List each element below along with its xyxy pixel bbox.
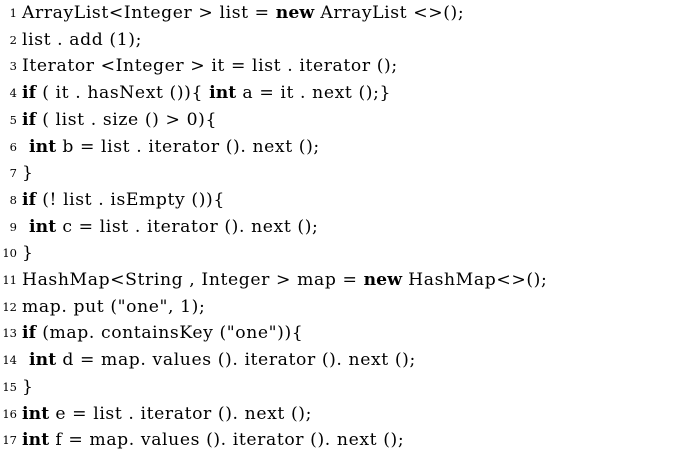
code-line-text: if ( list . size () > 0){ [22,107,217,134]
keyword-token: int [29,136,57,157]
code-token: ArrayList <>(); [314,3,465,23]
line-number: 9 [9,219,17,234]
line-number: 1 [9,6,17,20]
code-token: Iterator <Integer > it = list . iterator… [22,56,398,77]
code-line-text: Iterator <Integer > it = list . iterator… [22,53,398,80]
line-number: 17 [2,433,17,448]
code-line-text: if (! list . isEmpty ()){ [22,187,225,214]
code-line-text: list . add (1); [22,27,142,54]
code-line: 6 int b = list . iterator (). next (); [0,134,685,161]
code-line-text: int d = map. values (). iterator (). nex… [22,347,416,374]
code-line: 1 ArrayList<Integer > list = new ArrayLis… [0,0,685,27]
code-line-text: map. put ("one", 1); [22,294,205,321]
keyword-token: new [275,3,315,23]
line-number: 12 [2,299,17,314]
code-line-text: int e = list . iterator (). next (); [22,401,312,428]
code-line: 4 if ( it . hasNext ()){ int a = it . nex… [0,80,685,107]
code-line-text: int c = list . iterator (). next (); [22,214,318,241]
code-line-text: } [22,374,34,401]
code-line: 16 int e = list . iterator (). next (); [0,401,685,428]
code-token: HashMap<String , Integer > map = [22,270,364,290]
code-token: (map. containsKey ("one")){ [36,323,304,344]
code-line: 2 list . add (1); [0,27,685,54]
code-token: ( it . hasNext ()){ [36,83,210,104]
line-number: 11 [2,273,17,287]
code-token: } [22,163,34,184]
code-token: f = map. values (). iterator (). next ()… [49,430,405,451]
code-line: 11 HashMap<String , Integer > map = new H… [0,267,685,294]
code-token: map. put ("one", 1); [22,296,206,317]
code-line: 17 int f = map. values (). iterator (). n… [0,427,685,454]
line-number: 14 [2,353,17,368]
line-number: 16 [2,406,17,421]
line-number: 15 [2,379,17,394]
keyword-token: if [22,109,37,130]
line-number: 13 [2,326,17,341]
code-line-text: int f = map. values (). iterator (). nex… [22,427,404,454]
code-token: HashMap<>(); [402,270,548,290]
code-line: 14 int d = map. values (). iterator (). n… [0,347,685,374]
line-number: 3 [9,59,17,74]
code-line: 9 int c = list . iterator (). next (); [0,214,685,241]
code-line-text: ArrayList<Integer > list = new ArrayList… [22,0,464,27]
code-line: 5 if ( list . size () > 0){ [0,107,685,134]
keyword-token: new [363,270,403,290]
code-token: a = it . next ();} [236,83,392,104]
code-token: } [22,243,34,264]
code-line: 8 if (! list . isEmpty ()){ [0,187,685,214]
code-token: ArrayList<Integer > list = [22,3,276,23]
code-line: 10} [0,240,685,267]
code-line: 13 if (map. containsKey ("one")){ [0,320,685,347]
code-line-text: if (map. containsKey ("one")){ [22,320,303,347]
keyword-token: int [209,83,237,104]
code-token: c = list . iterator (). next (); [56,216,319,237]
line-number: 10 [2,246,17,261]
code-token: ( list . size () > 0){ [36,109,217,130]
line-number: 6 [9,139,17,154]
code-line-text: if ( it . hasNext ()){ int a = it . next… [22,80,391,107]
line-number: 7 [9,166,17,181]
keyword-token: if [22,189,37,210]
line-number: 4 [9,86,17,101]
keyword-token: int [22,403,50,424]
line-number: 5 [9,112,17,127]
code-token: d = map. values (). iterator (). next ()… [56,350,416,371]
code-token: (! list . isEmpty ()){ [36,189,225,210]
code-token: } [22,376,34,397]
code-token: e = list . iterator (). next (); [49,403,312,424]
code-line: 15} [0,374,685,401]
code-line-text: } [22,240,34,267]
keyword-token: int [22,430,50,451]
line-number: 2 [9,32,17,47]
line-number: 8 [9,192,17,207]
keyword-token: if [22,83,37,104]
code-token: list . add (1); [22,29,142,50]
code-line-text: int b = list . iterator (). next (); [22,134,320,161]
keyword-token: int [29,216,57,237]
keyword-token: int [29,350,57,371]
code-line: 3 Iterator <Integer > it = list . iterato… [0,53,685,80]
code-line-text: HashMap<String , Integer > map = new Has… [22,267,547,294]
code-line: 7} [0,160,685,187]
keyword-token: if [22,323,37,344]
code-line: 12 map. put ("one", 1); [0,294,685,321]
code-line-text: } [22,160,34,187]
code-token: b = list . iterator (). next (); [56,136,320,157]
